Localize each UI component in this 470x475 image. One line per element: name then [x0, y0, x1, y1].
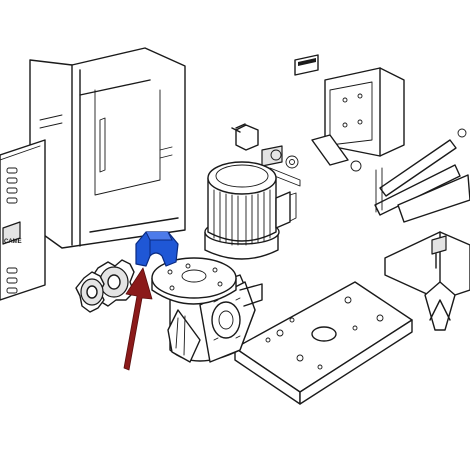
output-flange [151, 257, 237, 305]
front-panel: CAME [0, 139, 46, 301]
control-board-box [311, 67, 467, 172]
pinion-gears [75, 259, 135, 313]
brand-label: CAME [4, 239, 22, 245]
mounting-bracket [384, 231, 470, 331]
terminal-parts [231, 54, 319, 187]
highlighted-part[interactable] [135, 231, 179, 267]
vent-slots [6, 167, 18, 294]
pointer-arrow [123, 267, 153, 371]
cabinet-housing [29, 47, 186, 249]
side-brackets [374, 139, 470, 223]
electric-motor [204, 161, 297, 260]
foundation-plate [234, 281, 413, 405]
